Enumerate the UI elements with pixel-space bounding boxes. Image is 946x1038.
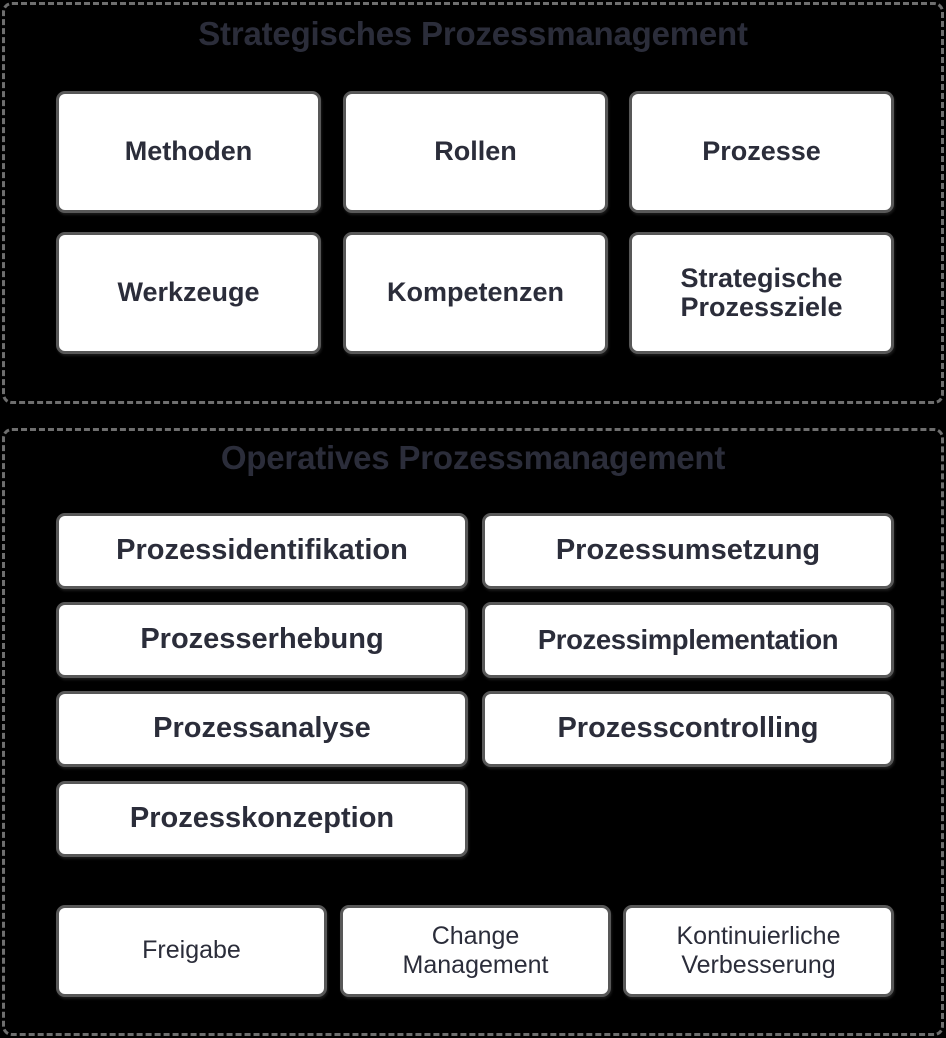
card-prozesscontrolling[interactable]: Prozesscontrolling	[482, 691, 894, 767]
card-methoden[interactable]: Methoden	[56, 91, 321, 213]
card-werkzeuge[interactable]: Werkzeuge	[56, 232, 321, 354]
card-prozesse[interactable]: Prozesse	[629, 91, 894, 213]
card-prozesserhebung[interactable]: Prozesserhebung	[56, 602, 468, 678]
card-prozesskonzeption[interactable]: Prozesskonzeption	[56, 781, 468, 857]
card-label-line2: Management	[402, 951, 549, 979]
section-title-strategic: Strategisches Prozessmanagement	[198, 15, 748, 52]
card-prozessumsetzung[interactable]: Prozessumsetzung	[482, 513, 894, 589]
card-label-line2: Prozessziele	[680, 292, 843, 322]
card-kontinuierliche-verbesserung[interactable]: Kontinuierliche Verbesserung	[623, 905, 894, 997]
section-title-operational: Operatives Prozessmanagement	[220, 439, 726, 476]
card-prozessanalyse[interactable]: Prozessanalyse	[56, 691, 468, 767]
card-freigabe[interactable]: Freigabe	[56, 905, 327, 997]
card-kompetenzen[interactable]: Kompetenzen	[343, 232, 608, 354]
card-label-line1: Strategische	[680, 262, 843, 293]
card-label-line2: Verbesserung	[681, 951, 836, 979]
card-prozessimplementation[interactable]: Prozessimplementation	[482, 602, 894, 678]
card-change-management[interactable]: Change Management	[340, 905, 611, 997]
card-strategische-prozessziele[interactable]: Strategische Prozessziele	[629, 232, 894, 354]
card-rollen[interactable]: Rollen	[343, 91, 608, 213]
card-label-line1: Change	[431, 921, 520, 950]
card-label-line1: Kontinuierliche	[676, 921, 841, 950]
card-prozessidentifikation[interactable]: Prozessidentifikation	[56, 513, 468, 589]
